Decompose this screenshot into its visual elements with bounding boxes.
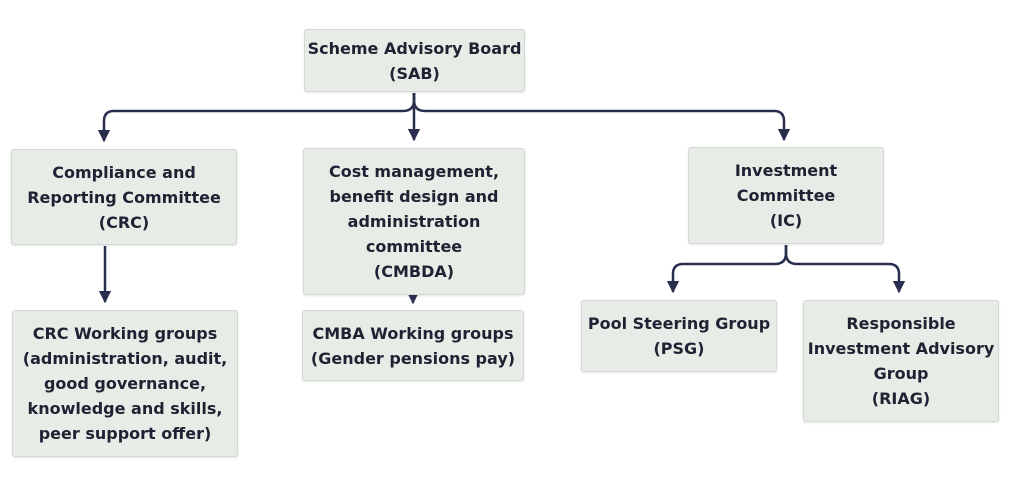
- node-scheme-advisory-board: Scheme Advisory Board (SAB): [304, 29, 525, 92]
- node-label-line: peer support offer): [38, 424, 212, 443]
- connector-sab-to-ic: [412, 93, 791, 142]
- node-label-line: knowledge and skills,: [27, 399, 223, 418]
- node-label-line: Investment Advisory: [807, 339, 995, 358]
- node-label-line: Pool Steering Group: [587, 314, 771, 333]
- node-label-line: Cost management,: [328, 162, 500, 181]
- node-responsible-investment-advisory-group: Responsible Investment Advisory Group (R…: [803, 300, 999, 422]
- node-label-line: (Gender pensions pay): [310, 348, 516, 368]
- node-cost-management-committee: Cost management, benefit design and admi…: [303, 148, 525, 295]
- node-cmba-working-groups: CMBA Working groups (Gender pensions pay…: [302, 310, 524, 381]
- node-label-line: Responsible: [846, 314, 956, 333]
- node-investment-committee: Investment Committee (IC): [688, 147, 884, 244]
- node-label-line: CRC Working groups: [32, 324, 218, 343]
- node-label-line: committee: [365, 237, 463, 256]
- node-compliance-reporting-committee: Compliance and Reporting Committee (CRC): [11, 149, 237, 245]
- connector-ic-to-psg: [666, 245, 788, 294]
- node-label-line: (CMBDA): [373, 262, 455, 281]
- node-label-line: (SAB): [389, 63, 440, 83]
- node-label-line: CMBA Working groups: [312, 323, 514, 343]
- node-label-line: Committee: [736, 186, 836, 205]
- node-label-line: (PSG): [653, 339, 705, 358]
- node-crc-working-groups: CRC Working groups (administration, audi…: [12, 310, 238, 457]
- connector-sab-to-crc: [97, 93, 416, 143]
- node-label-line: (administration, audit,: [22, 349, 228, 368]
- node-label-line: Group: [873, 364, 929, 383]
- node-label-line: (IC): [769, 211, 803, 230]
- node-label-line: Investment: [734, 161, 838, 180]
- node-label-line: (RIAG): [871, 389, 931, 408]
- node-label-line: Reporting Committee: [27, 187, 221, 207]
- node-label-line: Compliance and: [52, 162, 196, 182]
- node-label-line: benefit design and: [329, 187, 499, 206]
- node-label-line: (CRC): [98, 212, 150, 232]
- node-pool-steering-group: Pool Steering Group (PSG): [581, 300, 777, 372]
- connector-ic-to-riag: [784, 245, 906, 294]
- node-label-line: Scheme Advisory Board: [307, 38, 522, 58]
- node-label-line: good governance,: [43, 374, 207, 393]
- node-label-line: administration: [347, 212, 481, 231]
